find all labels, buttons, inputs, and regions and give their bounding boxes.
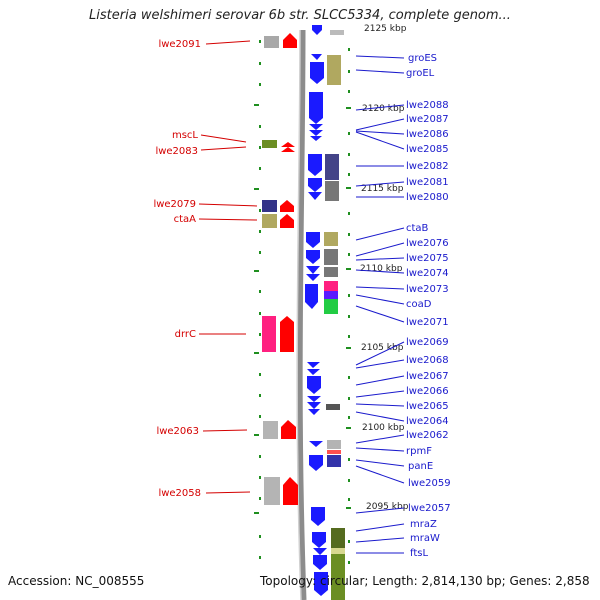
gene-label[interactable]: lwe2088 [406,100,449,111]
gene-label[interactable]: lwe2065 [406,401,449,412]
gene-label[interactable]: lwe2062 [406,430,449,441]
gene-label[interactable]: lwe2074 [406,268,449,279]
gene-label[interactable]: lwe2080 [406,192,449,203]
gene-label[interactable]: lwe2069 [406,337,449,348]
map-title: Listeria welshimeri serovar 6b str. SLCC… [89,8,511,23]
gene-label[interactable]: lwe2071 [406,317,449,328]
gene-label[interactable]: lwe2064 [406,416,449,427]
gene-label[interactable]: panE [408,461,433,472]
gene-arrow [283,477,298,505]
gene-label[interactable]: ftsL [410,548,428,559]
forward-genes [262,30,344,505]
gene-block [262,214,277,228]
gene-label[interactable]: lwe2068 [406,355,449,366]
gene-label[interactable]: lwe2081 [406,177,449,188]
scale-label: 2110 kbp [360,264,403,274]
scale-label: 2095 kbp [366,502,409,512]
gene-block [264,477,280,505]
gene-label[interactable]: drrC [175,329,196,340]
gene-label[interactable]: lwe2059 [408,478,451,489]
gene-label[interactable]: coaD [406,299,432,310]
gene-label[interactable]: lwe2085 [406,144,449,155]
gene-label[interactable]: mraZ [410,519,437,530]
gene-label[interactable]: lwe2091 [158,39,201,50]
gene-label[interactable]: lwe2066 [406,386,449,397]
gene-arrow [280,316,294,352]
gene-label[interactable]: rpmF [406,446,432,457]
gene-arrow [280,214,294,228]
gene-arrow [281,420,296,439]
gene-block [264,36,279,48]
gene-label[interactable]: mraW [410,533,440,544]
accession-text: Accession: NC_008555 [8,574,145,588]
scale-label: 2105 kbp [361,343,404,353]
scale-label: 2125 kbp [364,24,407,34]
right-connectors [355,55,405,554]
scale-labels: 2125 kbp 2120 kbp 2115 kbp 2110 kbp 2105… [360,24,409,512]
gene-arrow [280,200,294,212]
gene-label[interactable]: mscL [172,130,198,141]
backbone-highlight [296,29,302,600]
right-labels: groES groEL lwe2088 lwe2087 lwe2086 lwe2… [406,53,451,559]
gene-label[interactable]: lwe2083 [155,146,198,157]
gene-label[interactable]: lwe2057 [408,503,451,514]
scale-label: 2100 kbp [362,423,405,433]
gene-label[interactable]: groES [408,53,437,64]
scale-label: 2120 kbp [362,104,405,114]
scale-label: 2115 kbp [361,184,404,194]
gene-block [330,30,344,35]
gene-label[interactable]: lwe2075 [406,253,449,264]
gene-label[interactable]: ctaB [406,223,429,234]
right-ticks [346,48,351,564]
gene-arrow [283,33,297,48]
gene-label[interactable]: lwe2076 [406,238,449,249]
left-labels: lwe2091 mscL lwe2083 lwe2079 ctaA drrC l… [153,39,201,499]
gene-label[interactable]: lwe2063 [156,426,199,437]
gene-label[interactable]: lwe2082 [406,161,449,172]
gene-block [263,421,278,439]
gene-block [262,200,277,212]
gene-label[interactable]: lwe2086 [406,129,449,140]
genome-summary-text: Topology: circular; Length: 2,814,130 bp… [260,574,590,588]
gene-block [262,316,276,352]
left-connectors [198,40,258,494]
gene-label[interactable]: lwe2073 [406,284,449,295]
gene-label[interactable]: groEL [406,68,435,79]
reverse-genes [305,25,345,600]
gene-label[interactable]: lwe2079 [153,199,196,210]
gene-block [262,140,277,148]
gene-label[interactable]: lwe2067 [406,371,449,382]
gene-arrow [281,142,295,152]
gene-label[interactable]: lwe2058 [158,488,201,499]
backbone-line [297,29,307,600]
gene-label[interactable]: lwe2087 [406,114,449,125]
gene-label[interactable]: ctaA [174,214,197,225]
left-ticks [254,40,261,559]
